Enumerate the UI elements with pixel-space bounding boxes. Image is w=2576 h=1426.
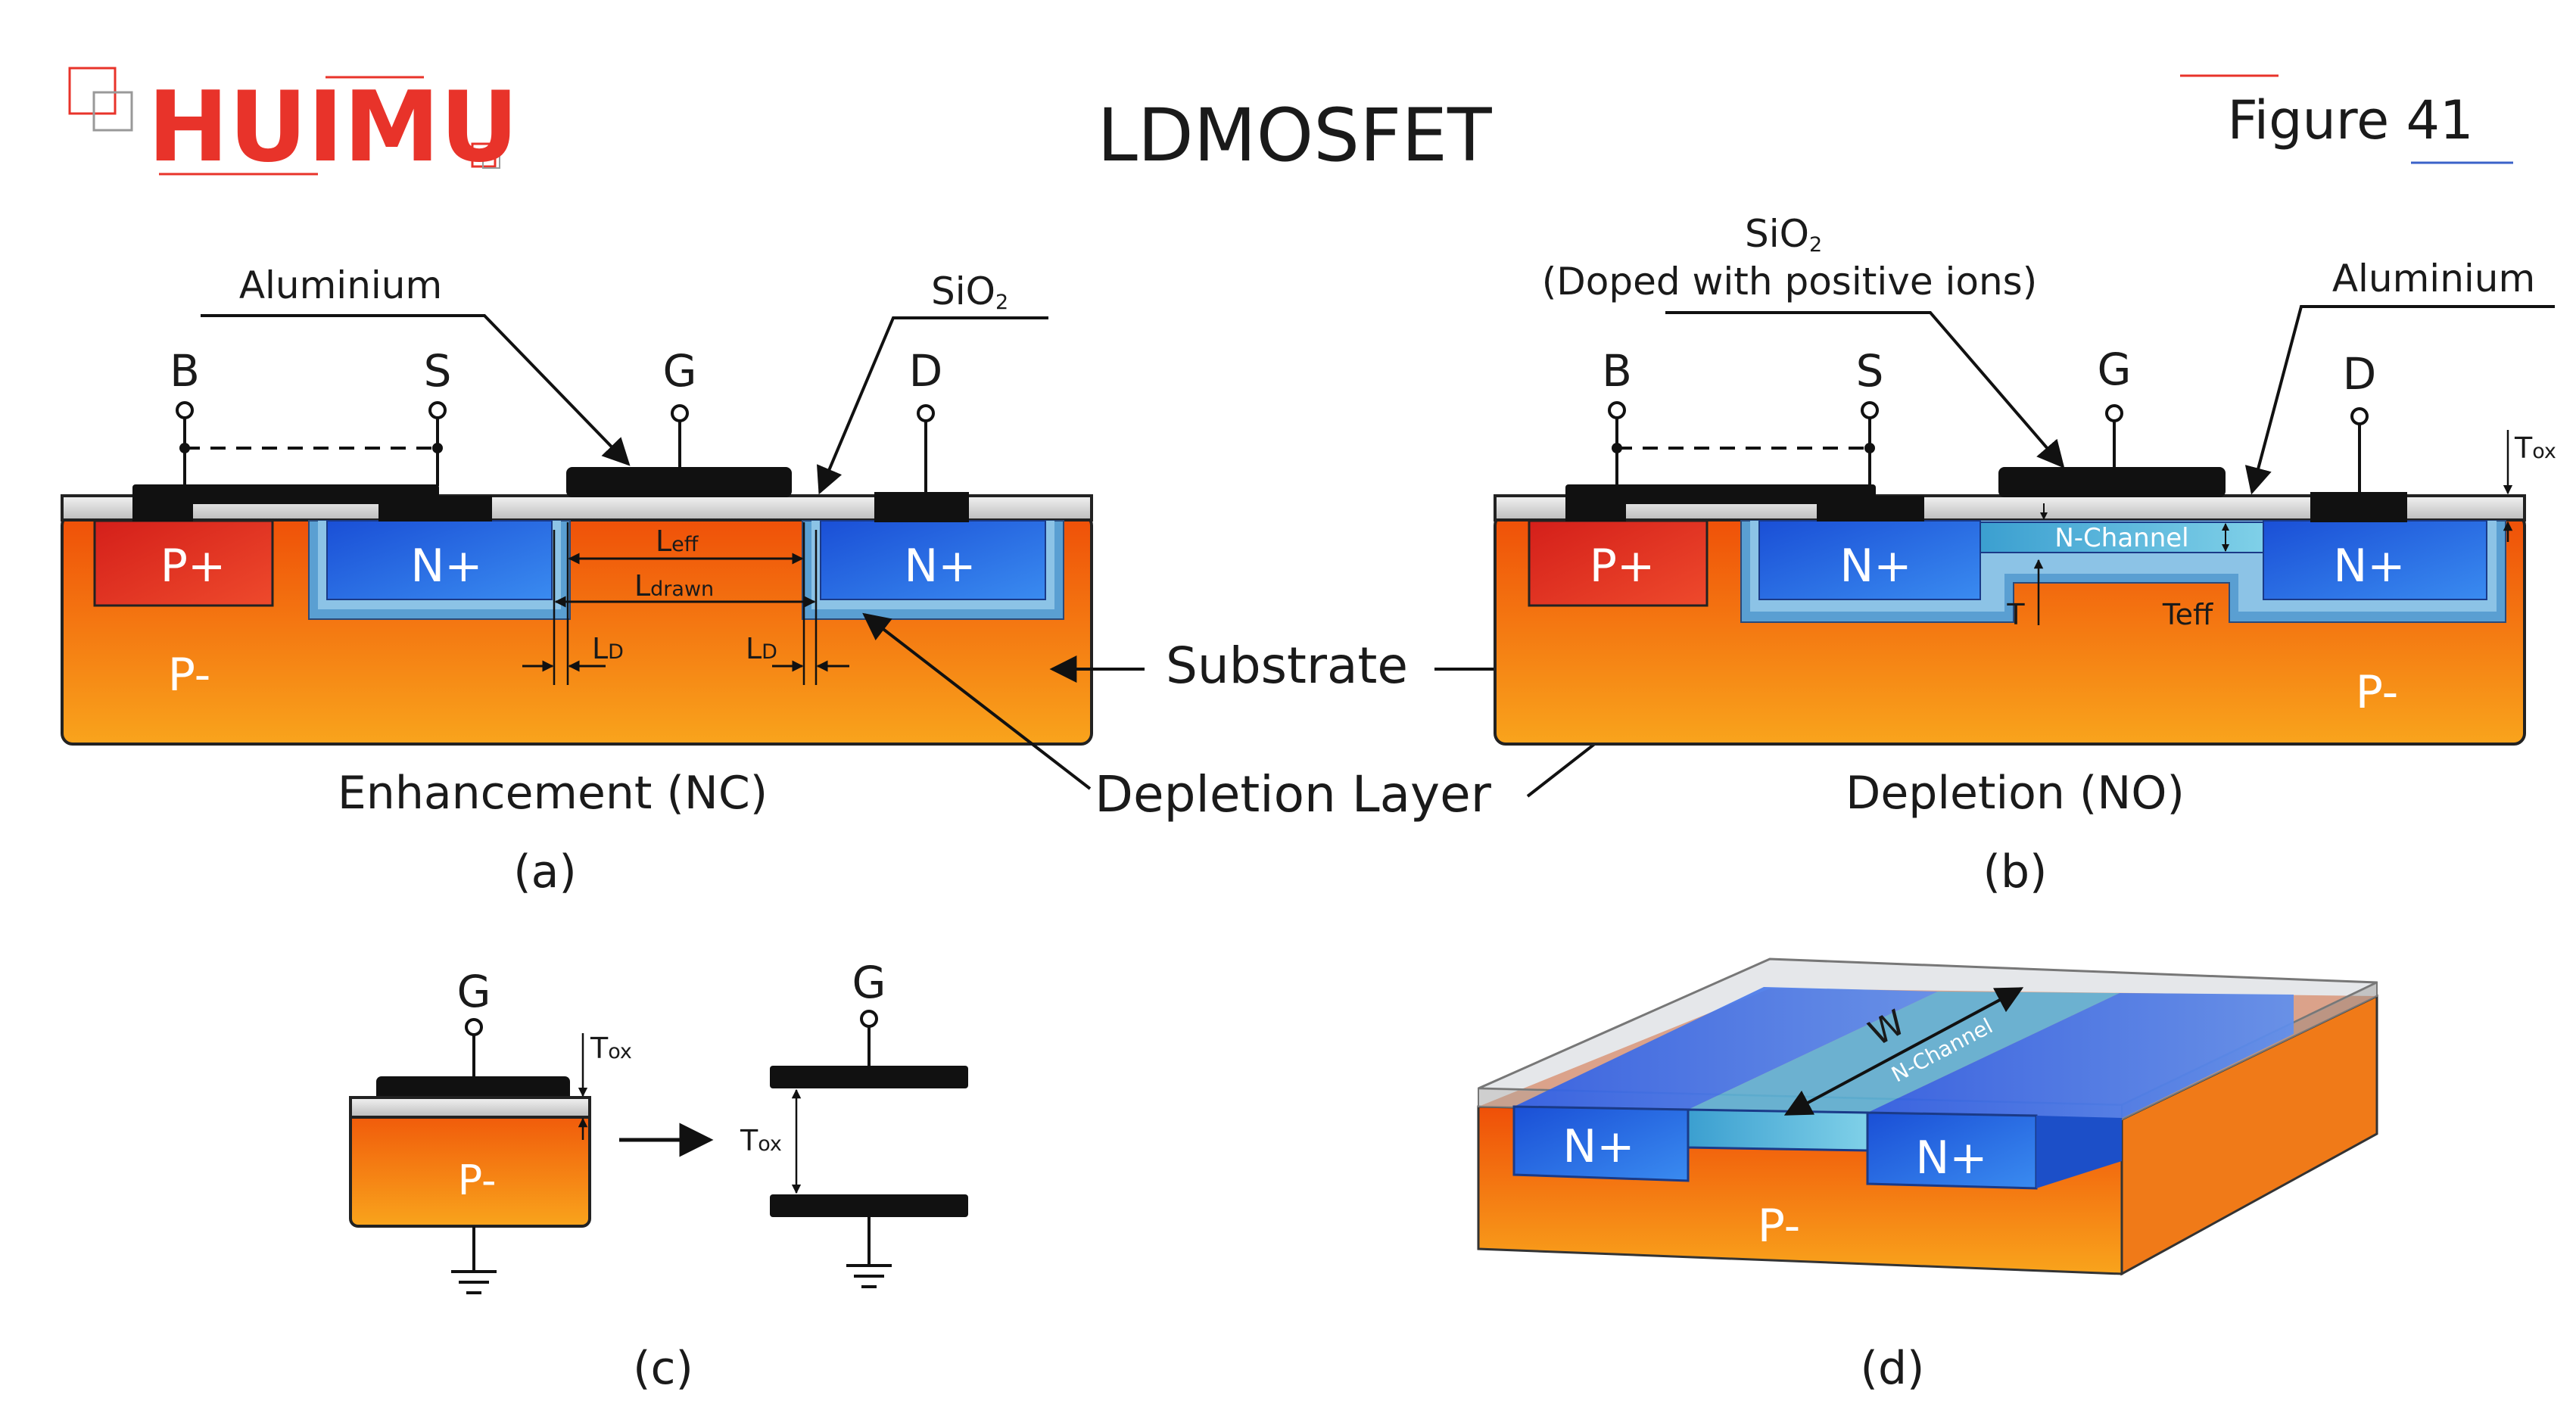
n-plus-right (2263, 520, 2487, 600)
terminal-g-pin (2105, 404, 2123, 422)
n-plus-left-label: N+ (410, 540, 482, 593)
terminal-b-pin (1608, 401, 1626, 419)
panel-b-letter: (b) (1983, 845, 2048, 898)
p-plus-label: P+ (1590, 540, 1655, 593)
body-source-contact (132, 484, 439, 504)
ground-icon (846, 1264, 892, 1288)
ground-icon (451, 1270, 497, 1294)
p-plus-region (93, 519, 274, 607)
terminal-s-pin (428, 401, 447, 419)
p-minus-label: P- (1758, 1200, 1801, 1253)
terminal-b-label: B (1602, 345, 1632, 397)
n-plus-right-label: N+ (1915, 1132, 1987, 1185)
drain-contact (874, 492, 969, 522)
ld-right-label: LD (746, 632, 777, 665)
doped-label: (Doped with positive ions) (1542, 260, 2037, 304)
n-plus-right-label: N+ (2333, 540, 2405, 593)
logo: HUIMU (68, 67, 519, 184)
terminal-g-label: G (2098, 344, 2132, 395)
panel-d: W N-Channel N+ N+ P- (d) (1477, 957, 2378, 1395)
n-channel-front (1687, 1108, 1869, 1152)
cap-gate-terminal-label: G (852, 957, 886, 1008)
oxide-layer (349, 1096, 591, 1119)
n-plus-right-label: N+ (904, 540, 976, 593)
panel-a-caption: Enhancement (NC) (338, 767, 768, 820)
panel-a-letter: (a) (513, 845, 577, 898)
terminal-d-pin (2350, 407, 2369, 425)
n-plus-left-front (1512, 1105, 1690, 1182)
terminal-g-label: G (663, 345, 697, 397)
sio2-label: SiO2 (931, 269, 1008, 314)
n-plus-left (326, 520, 553, 600)
tox-label: Tox (2514, 431, 2556, 465)
body-source-contact (1565, 484, 1876, 504)
gate-electrode (1998, 467, 2226, 497)
substrate-label: Substrate (1166, 637, 1408, 695)
ldrawn-label: Ldrawn (634, 569, 714, 602)
tox-label: Tox (590, 1032, 632, 1065)
terminal-b-pin (176, 401, 194, 419)
terminal-s-label: S (424, 345, 452, 397)
sio2-label: SiO2 (1745, 212, 1822, 257)
logo-text: HUIMU (148, 71, 519, 184)
gate-terminal-label: G (457, 966, 491, 1017)
leff-label: Leff (656, 525, 699, 558)
n-plus-left-label: N+ (1839, 540, 1911, 593)
terminal-s-label: S (1856, 345, 1884, 397)
aluminium-label: Aluminium (2332, 257, 2535, 300)
figure-label: Figure 41 (2180, 74, 2513, 164)
t-label: T (2006, 598, 2025, 631)
depletion-layer-label: Depletion Layer (1095, 765, 1492, 824)
n-plus-right (820, 520, 1046, 600)
cap-tox-label: Tox (740, 1124, 782, 1157)
ld-left-label: LD (592, 632, 624, 665)
p-minus-label: P- (458, 1157, 497, 1204)
teff-label: Teff (2162, 598, 2213, 631)
panel-b: N-Channel B S G D SiO2 (Doped with posit… (1494, 212, 2556, 898)
p-minus-label: P- (168, 649, 211, 702)
terminal-b-label: B (170, 345, 200, 397)
panel-c: G P- Tox G Tox (c) (349, 957, 968, 1395)
panel-a: B S G D Aluminium SiO2 P+ N+ N+ P- Leff … (61, 263, 1093, 898)
terminal-g-pin (671, 404, 689, 422)
terminal-d-pin (917, 404, 935, 422)
capacitor-bottom-plate (770, 1194, 968, 1217)
terminal-d-label: D (909, 345, 943, 397)
panel-d-letter: (d) (1861, 1342, 1925, 1395)
figure-number: Figure 41 (2227, 89, 2473, 151)
page-title: LDMOSFET (1097, 93, 1492, 178)
drain-contact (2310, 492, 2407, 522)
n-plus-left (1758, 520, 1981, 600)
panel-c-letter: (c) (633, 1342, 693, 1395)
n-channel (1980, 522, 2264, 553)
p-minus-label: P- (2356, 666, 2399, 719)
gate-electrode (566, 467, 792, 497)
panel-b-caption: Depletion (NO) (1846, 767, 2185, 820)
n-channel-label: N-Channel (2054, 523, 2188, 553)
aluminium-label: Aluminium (239, 263, 442, 307)
terminal-s-pin (1861, 401, 1879, 419)
p-plus-label: P+ (160, 540, 226, 593)
n-plus-left-label: N+ (1562, 1120, 1634, 1173)
capacitor-top-plate (770, 1066, 968, 1088)
terminal-d-label: D (2343, 348, 2377, 400)
